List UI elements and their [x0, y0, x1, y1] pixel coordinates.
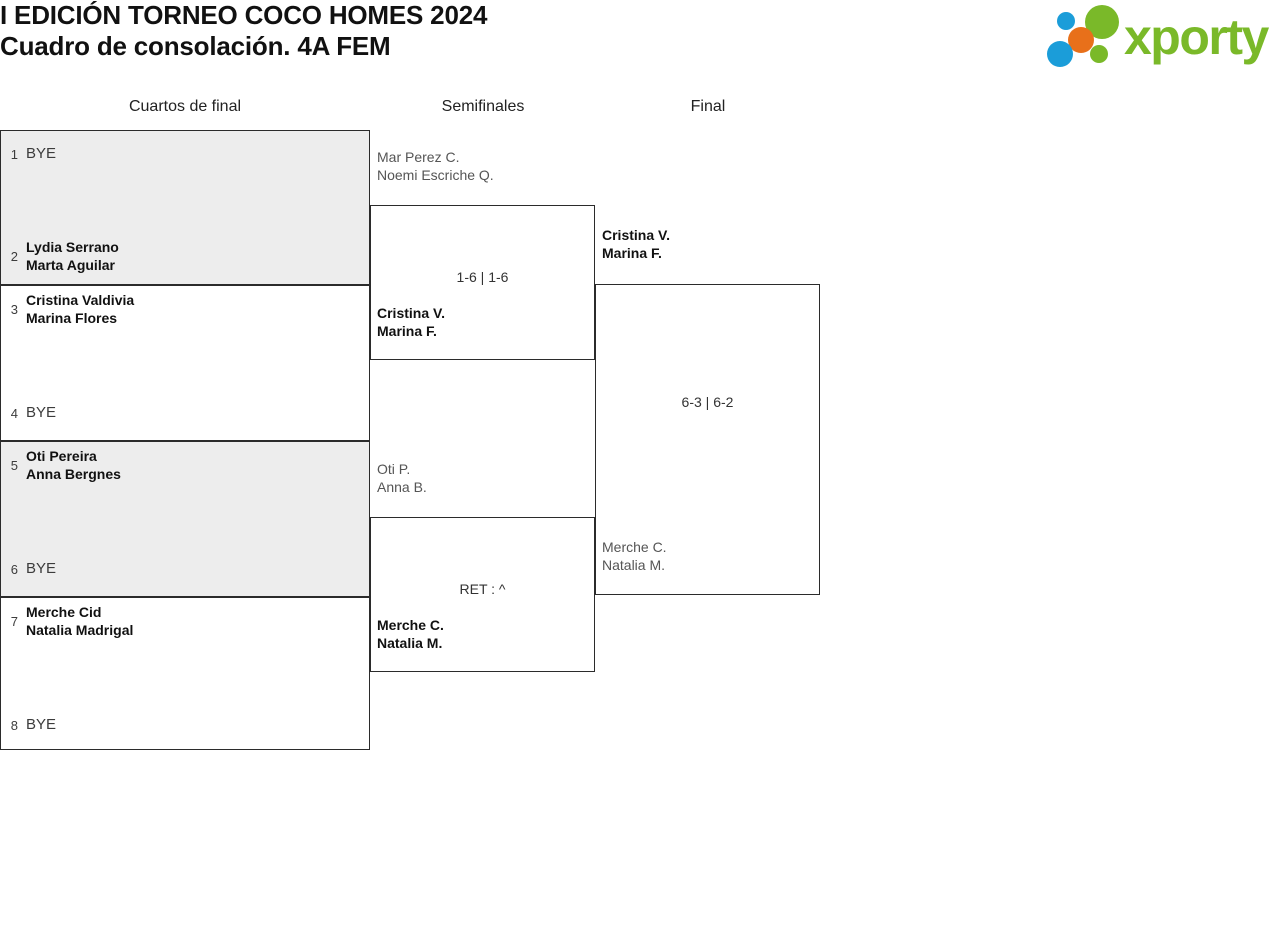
seed-number: 8: [10, 717, 18, 733]
semifinal-1-match-box[interactable]: 1-6 | 1-6: [370, 205, 595, 360]
team-name-line1: BYE: [26, 404, 57, 421]
team-name-line1: Oti Pereira: [26, 448, 97, 464]
team-name-line2: Marta Aguilar: [26, 257, 115, 273]
team-names: BYE: [26, 716, 360, 734]
team-names: BYE: [26, 145, 360, 163]
round1-entry-1[interactable]: 1 BYE: [0, 134, 360, 174]
seed-number: 2: [10, 248, 18, 264]
team-name-line2: Natalia M.: [602, 557, 666, 573]
team-name-line2: Noemi Escriche Q.: [377, 167, 494, 183]
semifinal-1-score: 1-6 | 1-6: [456, 269, 509, 285]
round1-entry-7[interactable]: 7 Merche Cid Natalia Madrigal: [0, 601, 360, 641]
team-name-line1: BYE: [26, 716, 57, 733]
round1-match-1[interactable]: [0, 130, 370, 285]
round1-entry-3[interactable]: 3 Cristina Valdivia Marina Flores: [0, 289, 360, 329]
team-name-line2: Anna Bergnes: [26, 466, 121, 482]
column-header-final: Final: [690, 98, 726, 115]
round1-entry-6[interactable]: 6 BYE: [0, 549, 360, 589]
round1-match-4[interactable]: [0, 597, 370, 750]
team-name-line2: Anna B.: [377, 479, 427, 495]
team-names: Merche Cid Natalia Madrigal: [26, 603, 360, 639]
team-name-line1: Merche C.: [377, 617, 444, 633]
round1-entry-2[interactable]: 2 Lydia Serrano Marta Aguilar: [0, 236, 360, 276]
bracket: 1 BYE 2 Lydia Serrano Marta Aguilar 3 Cr…: [0, 130, 900, 760]
round1-entry-4[interactable]: 4 BYE: [0, 393, 360, 433]
team-name-line1: Oti P.: [377, 461, 411, 477]
seed-number: 1: [10, 146, 18, 162]
team-name-line2: Marina F.: [602, 245, 662, 261]
final-top-team[interactable]: Cristina V. Marina F.: [602, 226, 670, 262]
semifinal-2-top-team[interactable]: Oti P. Anna B.: [377, 460, 427, 496]
team-names: BYE: [26, 404, 360, 422]
team-name-line2: Natalia Madrigal: [26, 622, 134, 638]
team-name-line2: Marina F.: [377, 323, 437, 339]
team-name-line1: Merche C.: [602, 539, 667, 555]
column-header-round1: Cuartos de final: [128, 98, 242, 115]
xporty-logo-svg: xporty: [1047, 5, 1271, 67]
team-name-line1: Cristina V.: [602, 227, 670, 243]
title-block: I EDICIÓN TORNEO COCO HOMES 2024 Cuadro …: [0, 0, 900, 62]
round1-match-3[interactable]: [0, 441, 370, 597]
round1-entry-5[interactable]: 5 Oti Pereira Anna Bergnes: [0, 445, 360, 485]
round1-entry-8[interactable]: 8 BYE: [0, 705, 360, 745]
xporty-logo[interactable]: xporty: [1046, 4, 1278, 70]
team-name-line1: BYE: [26, 560, 57, 577]
seed-number: 6: [10, 561, 18, 577]
semifinal-1-bottom-team[interactable]: Cristina V. Marina F.: [377, 304, 445, 340]
final-match-box[interactable]: 6-3 | 6-2: [595, 284, 820, 595]
final-bottom-team[interactable]: Merche C. Natalia M.: [602, 538, 667, 574]
column-header-semifinals: Semifinales: [441, 98, 525, 115]
tournament-title: I EDICIÓN TORNEO COCO HOMES 2024: [0, 0, 488, 30]
team-name-line1: Mar Perez C.: [377, 149, 460, 165]
semifinal-2-match-box[interactable]: RET : ^: [370, 517, 595, 672]
final-score: 6-3 | 6-2: [681, 394, 734, 410]
team-names: Oti Pereira Anna Bergnes: [26, 447, 360, 483]
team-names: Cristina Valdivia Marina Flores: [26, 291, 360, 327]
team-name-line1: Lydia Serrano: [26, 239, 119, 255]
team-name-line1: Merche Cid: [26, 604, 102, 620]
team-names: Lydia Serrano Marta Aguilar: [26, 238, 360, 274]
semifinal-2-score: RET : ^: [459, 581, 506, 597]
team-name-line1: BYE: [26, 145, 57, 162]
svg-text:xporty: xporty: [1124, 9, 1270, 65]
seed-number: 7: [10, 613, 18, 629]
round1-match-2[interactable]: [0, 285, 370, 441]
page-header: I EDICIÓN TORNEO COCO HOMES 2024 Cuadro …: [0, 0, 1280, 80]
team-name-line2: Natalia M.: [377, 635, 443, 651]
team-name-line1: Cristina Valdivia: [26, 292, 135, 308]
seed-number: 5: [10, 457, 18, 473]
seed-number: 3: [10, 301, 18, 317]
seed-number: 4: [10, 405, 18, 421]
team-name-line1: Cristina V.: [377, 305, 445, 321]
team-name-line2: Marina Flores: [26, 310, 118, 326]
team-names: BYE: [26, 560, 360, 578]
semifinal-1-top-team[interactable]: Mar Perez C. Noemi Escriche Q.: [377, 148, 494, 184]
semifinal-2-bottom-team[interactable]: Merche C. Natalia M.: [377, 616, 444, 652]
bracket-subtitle: Cuadro de consolación. 4A FEM: [0, 31, 391, 61]
